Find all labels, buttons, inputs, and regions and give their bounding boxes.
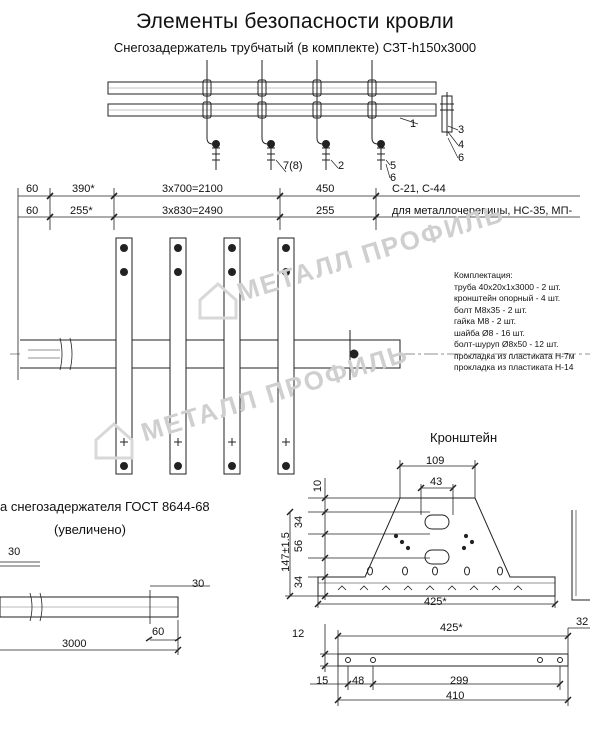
bracket-plan-1 (115, 237, 133, 475)
dim-410: 410 (446, 690, 465, 702)
dim-32: 32 (576, 616, 589, 628)
callout-7-8: 7(8) (283, 160, 303, 172)
dim-48: 48 (352, 675, 365, 687)
dim-60-row2: 60 (26, 205, 39, 217)
dim-147: 147±1.5 (279, 532, 292, 572)
dim-299: 299 (450, 675, 469, 687)
page-title: Элементы безопасности кровли (136, 10, 454, 33)
kit-item: болт М8х35 - 2 шт. (454, 304, 527, 315)
pipe-section-title: а снегозадержателя ГОСТ 8644-68 (0, 499, 210, 514)
dim-label-row1: С-21, С-44 (392, 183, 446, 195)
bracket-side-3 (312, 60, 330, 170)
dim-255-right: 255 (316, 205, 335, 217)
dim-60-row1: 60 (26, 183, 39, 195)
kit-item: гайка М8 - 2 шт. (454, 316, 516, 326)
kit-item: прокладка из пластиката Н-14 (454, 362, 574, 372)
dim-425-plate: 425* (440, 622, 463, 634)
dim-2490: 3х830=2490 (162, 205, 223, 217)
bracket-plan-2 (169, 237, 187, 475)
callout-3: 3 (458, 124, 465, 136)
bracket-plan-4 (277, 237, 295, 475)
bracket-side-4 (367, 60, 385, 170)
dim-390: 390* (72, 183, 95, 195)
dim-34-bottom: 34 (293, 575, 306, 589)
dim-255-left: 255* (70, 205, 93, 217)
pipe-detail-view (0, 561, 210, 655)
dim-label-row2: для металлочерепицы, НС-35, МП- (392, 205, 573, 217)
dimension-lines-top (17, 188, 580, 380)
callout-4: 4 (458, 139, 465, 151)
watermark-logo (94, 281, 238, 460)
dim-15: 15 (316, 675, 329, 687)
callout-2: 2 (338, 160, 345, 172)
pipe-bolt (440, 92, 454, 136)
kit-item: кронштейн опорный - 4 шт. (454, 293, 561, 303)
bracket-front-view (317, 497, 590, 601)
callout-5: 5 (390, 160, 397, 172)
kit-heading: Комплектация: (454, 270, 513, 280)
kit-item: болт-шуруп Ø8х50 - 12 шт. (454, 339, 559, 349)
dim-56: 56 (293, 539, 306, 553)
dim-pipe-3000: 3000 (62, 638, 87, 650)
dim-2100: 3х700=2100 (162, 183, 223, 195)
dim-34-top: 34 (293, 515, 306, 529)
bracket-side-2 (257, 60, 275, 170)
callout-1: 1 (410, 118, 417, 130)
dim-10: 10 (312, 479, 325, 493)
kit-item: труба 40х20х1х3000 - 2 шт. (454, 281, 561, 292)
callout-6: 6 (390, 172, 397, 184)
top-side-view (107, 60, 459, 179)
dim-pipe-30-left: 30 (8, 546, 21, 558)
dim-12: 12 (292, 628, 305, 640)
dim-109: 109 (426, 455, 445, 467)
dim-pipe-30-right: 30 (192, 578, 205, 590)
kit-list: Комплектация: труба 40х20х1х3000 - 2 шт.… (454, 270, 575, 374)
kit-item: шайба Ø8 - 16 шт. (454, 327, 525, 338)
base-plate-view (310, 624, 590, 706)
plan-view (10, 237, 590, 475)
callout-6-top: 6 (458, 152, 465, 164)
dim-425-front: 425* (424, 596, 447, 608)
pipe-section-subtitle: (увеличено) (54, 522, 126, 537)
bracket-side-1 (202, 60, 220, 170)
kit-item: прокладка из пластиката Н-7м (454, 350, 575, 361)
dim-43: 43 (430, 476, 443, 488)
bracket-title: Кронштейн (430, 430, 498, 445)
bracket-plan-3 (223, 237, 241, 475)
bracket-dimension-lines (285, 460, 559, 608)
page-subtitle: Снегозадержатель трубчатый (в комплекте)… (113, 40, 477, 55)
dim-450: 450 (316, 183, 335, 195)
dim-pipe-60: 60 (152, 626, 165, 638)
